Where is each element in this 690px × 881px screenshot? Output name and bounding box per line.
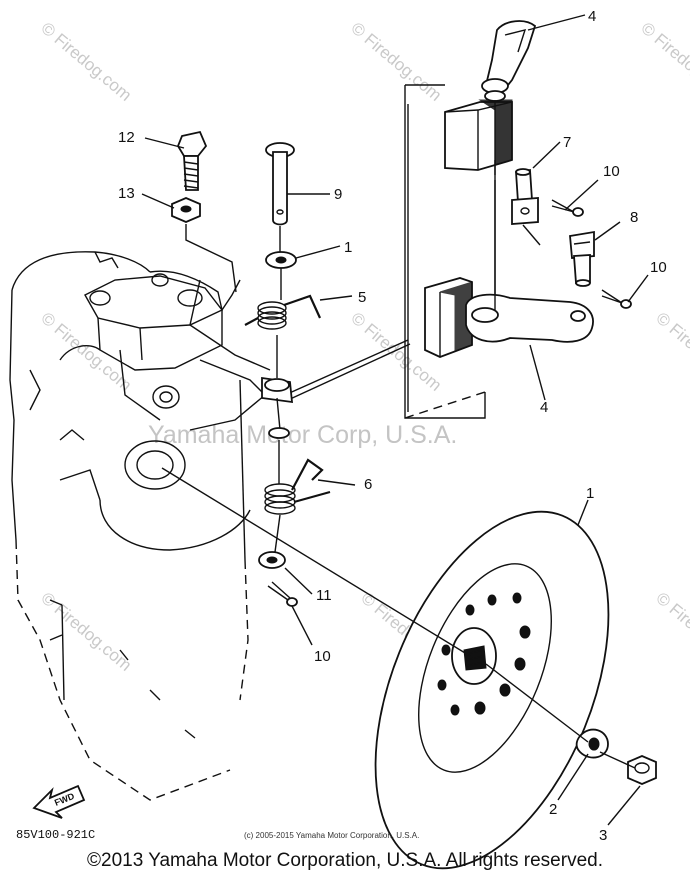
watermark-text: © Firedog.com bbox=[652, 309, 690, 395]
brake-disc-part-1 bbox=[374, 510, 610, 870]
shift-arm-lower bbox=[424, 277, 594, 358]
callout-8: 8 bbox=[630, 209, 638, 226]
callout-9: 9 bbox=[334, 186, 342, 203]
callout-10-right: 10 bbox=[650, 259, 667, 276]
callout-3: 3 bbox=[599, 827, 607, 844]
callout-2: 2 bbox=[549, 801, 557, 818]
copyright-footer: ©2013 Yamaha Motor Corporation, U.S.A. A… bbox=[87, 850, 603, 871]
pin-part-7 bbox=[511, 168, 539, 225]
washer-part-1 bbox=[265, 251, 297, 269]
cotter-pin-upper bbox=[551, 199, 584, 217]
fwd-arrow: FWD bbox=[32, 784, 86, 819]
callout-4-top: 4 bbox=[588, 8, 596, 25]
cotter-pin-right bbox=[601, 289, 632, 309]
callout-6: 6 bbox=[364, 476, 372, 493]
clevis-part-8 bbox=[569, 230, 595, 287]
callout-1-disc: 1 bbox=[586, 485, 594, 502]
watermark-text: © Firedog.com bbox=[347, 19, 445, 105]
callout-10-bottom: 10 bbox=[314, 648, 331, 665]
pin-part-9 bbox=[265, 142, 295, 226]
callout-7: 7 bbox=[563, 134, 571, 151]
spring-part-6 bbox=[264, 458, 331, 515]
engine-housing bbox=[9, 251, 271, 801]
nut-part-13 bbox=[171, 197, 201, 223]
callout-5: 5 bbox=[358, 289, 366, 306]
watermark-text: © Firedog.com bbox=[637, 19, 690, 105]
spring-part-5 bbox=[244, 294, 322, 330]
assembly-frame bbox=[404, 84, 486, 419]
diagram-code: 85V100-921C bbox=[16, 828, 95, 842]
washer-part-11 bbox=[258, 551, 286, 569]
leader-lines bbox=[141, 14, 649, 826]
shift-rod bbox=[284, 339, 411, 401]
shift-arm-upper bbox=[444, 20, 537, 300]
callout-1-washer: 1 bbox=[344, 239, 352, 256]
lock-washer-part-2 bbox=[575, 728, 609, 759]
housing-lever bbox=[261, 376, 294, 439]
callout-11: 11 bbox=[316, 587, 332, 604]
watermark-text: © Firedog.com bbox=[652, 589, 690, 675]
callout-13: 13 bbox=[118, 185, 135, 202]
callout-10-top: 10 bbox=[603, 163, 620, 180]
watermark-text: © Firedog.com bbox=[37, 19, 135, 105]
callout-numbers: 4 7 10 8 10 12 13 9 1 5 4 6 1 11 10 2 3 bbox=[118, 8, 667, 844]
cotter-pin-lower bbox=[267, 581, 298, 607]
callout-12: 12 bbox=[118, 129, 135, 146]
assembly-lines bbox=[161, 160, 636, 769]
watermark-center-text: Yamaha Motor Corp, U.S.A. bbox=[148, 421, 457, 449]
callout-4-bottom: 4 bbox=[540, 399, 548, 416]
nut-part-3 bbox=[627, 755, 657, 785]
small-copyright: (c) 2005-2015 Yamaha Motor Corporation, … bbox=[244, 831, 419, 840]
bolt-part-12 bbox=[176, 130, 208, 191]
